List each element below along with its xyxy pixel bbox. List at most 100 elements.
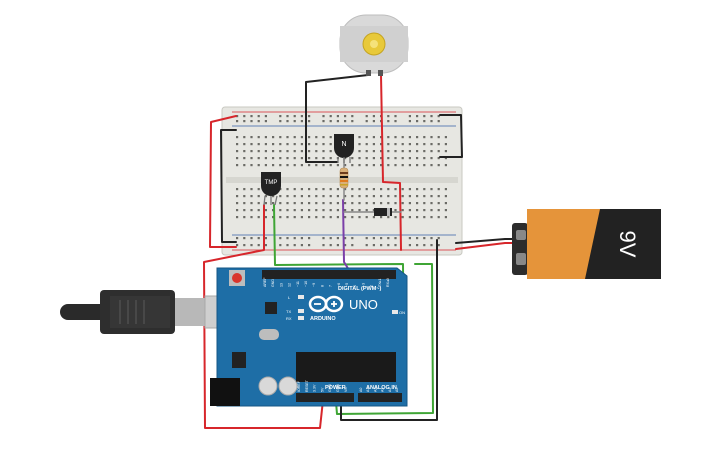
breadboard-hole[interactable]	[315, 157, 318, 160]
breadboard-hole[interactable]	[351, 164, 354, 167]
breadboard-hole[interactable]	[344, 202, 347, 205]
breadboard-hole[interactable]	[279, 202, 282, 205]
breadboard-hole[interactable]	[344, 120, 347, 123]
breadboard-hole[interactable]	[372, 164, 375, 167]
breadboard-hole[interactable]	[322, 188, 325, 191]
breadboard-hole[interactable]	[416, 216, 419, 219]
breadboard-hole[interactable]	[250, 143, 253, 146]
power-jack[interactable]	[210, 378, 240, 406]
breadboard-hole[interactable]	[272, 143, 275, 146]
breadboard-hole[interactable]	[315, 143, 318, 146]
breadboard-hole[interactable]	[365, 115, 368, 118]
breadboard-hole[interactable]	[365, 157, 368, 160]
breadboard-hole[interactable]	[322, 157, 325, 160]
breadboard-hole[interactable]	[394, 188, 397, 191]
breadboard-hole[interactable]	[286, 115, 289, 118]
breadboard-hole[interactable]	[380, 136, 383, 139]
breadboard-hole[interactable]	[401, 202, 404, 205]
breadboard-hole[interactable]	[401, 157, 404, 160]
breadboard-hole[interactable]	[408, 150, 411, 153]
breadboard-hole[interactable]	[444, 188, 447, 191]
breadboard-hole[interactable]	[286, 237, 289, 240]
breadboard-hole[interactable]	[264, 120, 267, 123]
breadboard-hole[interactable]	[336, 216, 339, 219]
breadboard-hole[interactable]	[322, 216, 325, 219]
breadboard-hole[interactable]	[430, 143, 433, 146]
breadboard-hole[interactable]	[365, 209, 368, 212]
breadboard-hole[interactable]	[437, 115, 440, 118]
breadboard-hole[interactable]	[264, 143, 267, 146]
breadboard-hole[interactable]	[380, 244, 383, 247]
breadboard-hole[interactable]	[279, 150, 282, 153]
breadboard-hole[interactable]	[329, 188, 332, 191]
breadboard-hole[interactable]	[336, 195, 339, 198]
power-header[interactable]	[296, 393, 354, 402]
breadboard-hole[interactable]	[286, 244, 289, 247]
breadboard-hole[interactable]	[250, 120, 253, 123]
breadboard-hole[interactable]	[286, 164, 289, 167]
breadboard-hole[interactable]	[430, 216, 433, 219]
breadboard-hole[interactable]	[380, 164, 383, 167]
breadboard-hole[interactable]	[408, 237, 411, 240]
breadboard-hole[interactable]	[423, 115, 426, 118]
breadboard-hole[interactable]	[272, 202, 275, 205]
breadboard-hole[interactable]	[308, 143, 311, 146]
breadboard-hole[interactable]	[444, 209, 447, 212]
breadboard-hole[interactable]	[344, 157, 347, 160]
breadboard-hole[interactable]	[351, 120, 354, 123]
breadboard-hole[interactable]	[336, 209, 339, 212]
breadboard-hole[interactable]	[387, 157, 390, 160]
breadboard-hole[interactable]	[329, 150, 332, 153]
breadboard-hole[interactable]	[286, 216, 289, 219]
breadboard-hole[interactable]	[372, 188, 375, 191]
breadboard-hole[interactable]	[416, 209, 419, 212]
breadboard-hole[interactable]	[308, 120, 311, 123]
breadboard-hole[interactable]	[286, 195, 289, 198]
breadboard-hole[interactable]	[243, 143, 246, 146]
breadboard-hole[interactable]	[394, 202, 397, 205]
breadboard-hole[interactable]	[408, 143, 411, 146]
breadboard-hole[interactable]	[372, 120, 375, 123]
breadboard-hole[interactable]	[408, 164, 411, 167]
breadboard-hole[interactable]	[257, 150, 260, 153]
breadboard-hole[interactable]	[336, 120, 339, 123]
breadboard-hole[interactable]	[243, 150, 246, 153]
breadboard-hole[interactable]	[236, 150, 239, 153]
breadboard-hole[interactable]	[394, 209, 397, 212]
breadboard-hole[interactable]	[372, 115, 375, 118]
breadboard-hole[interactable]	[416, 237, 419, 240]
breadboard-hole[interactable]	[322, 195, 325, 198]
breadboard-hole[interactable]	[430, 188, 433, 191]
breadboard-hole[interactable]	[408, 202, 411, 205]
breadboard-hole[interactable]	[351, 237, 354, 240]
breadboard-hole[interactable]	[300, 115, 303, 118]
breadboard-hole[interactable]	[250, 164, 253, 167]
breadboard-hole[interactable]	[279, 237, 282, 240]
breadboard-hole[interactable]	[365, 195, 368, 198]
breadboard-hole[interactable]	[264, 209, 267, 212]
breadboard-hole[interactable]	[250, 202, 253, 205]
breadboard-hole[interactable]	[437, 195, 440, 198]
breadboard-hole[interactable]	[315, 202, 318, 205]
breadboard-hole[interactable]	[236, 209, 239, 212]
breadboard-hole[interactable]	[308, 195, 311, 198]
battery-9v[interactable]: 9V	[512, 209, 661, 279]
breadboard-hole[interactable]	[329, 237, 332, 240]
breadboard-hole[interactable]	[300, 216, 303, 219]
breadboard-hole[interactable]	[264, 216, 267, 219]
breadboard-hole[interactable]	[365, 136, 368, 139]
usb-cable[interactable]	[60, 290, 228, 334]
breadboard-hole[interactable]	[365, 164, 368, 167]
breadboard-hole[interactable]	[322, 209, 325, 212]
breadboard-hole[interactable]	[423, 157, 426, 160]
breadboard-hole[interactable]	[329, 115, 332, 118]
breadboard-hole[interactable]	[257, 195, 260, 198]
breadboard-hole[interactable]	[264, 136, 267, 139]
breadboard-hole[interactable]	[444, 195, 447, 198]
breadboard-hole[interactable]	[423, 202, 426, 205]
breadboard-hole[interactable]	[286, 209, 289, 212]
breadboard-hole[interactable]	[236, 188, 239, 191]
breadboard-hole[interactable]	[423, 209, 426, 212]
breadboard-hole[interactable]	[344, 237, 347, 240]
breadboard-hole[interactable]	[264, 244, 267, 247]
